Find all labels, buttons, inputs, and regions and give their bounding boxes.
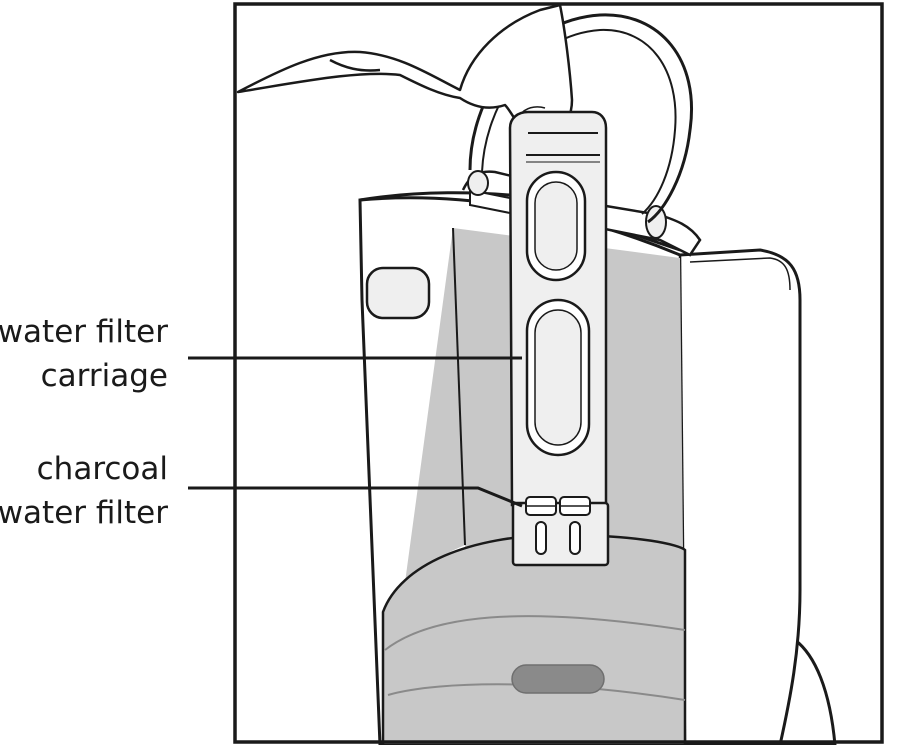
water-filter-carriage <box>508 110 608 507</box>
frame-border <box>233 2 884 744</box>
label-line: charcoal <box>36 451 168 487</box>
label-line: water filter <box>0 495 168 531</box>
tank-slot <box>511 664 605 694</box>
label-water-filter-carriage: water filter carriage <box>0 310 168 398</box>
tank-lid <box>359 170 702 257</box>
label-charcoal-water-filter: charcoal water filter <box>0 447 168 535</box>
label-line: water filter <box>0 314 168 350</box>
label-line: carriage <box>40 358 168 394</box>
grip-notch <box>365 266 431 320</box>
leader-line-filter <box>188 486 523 508</box>
charcoal-water-filter <box>511 496 610 567</box>
